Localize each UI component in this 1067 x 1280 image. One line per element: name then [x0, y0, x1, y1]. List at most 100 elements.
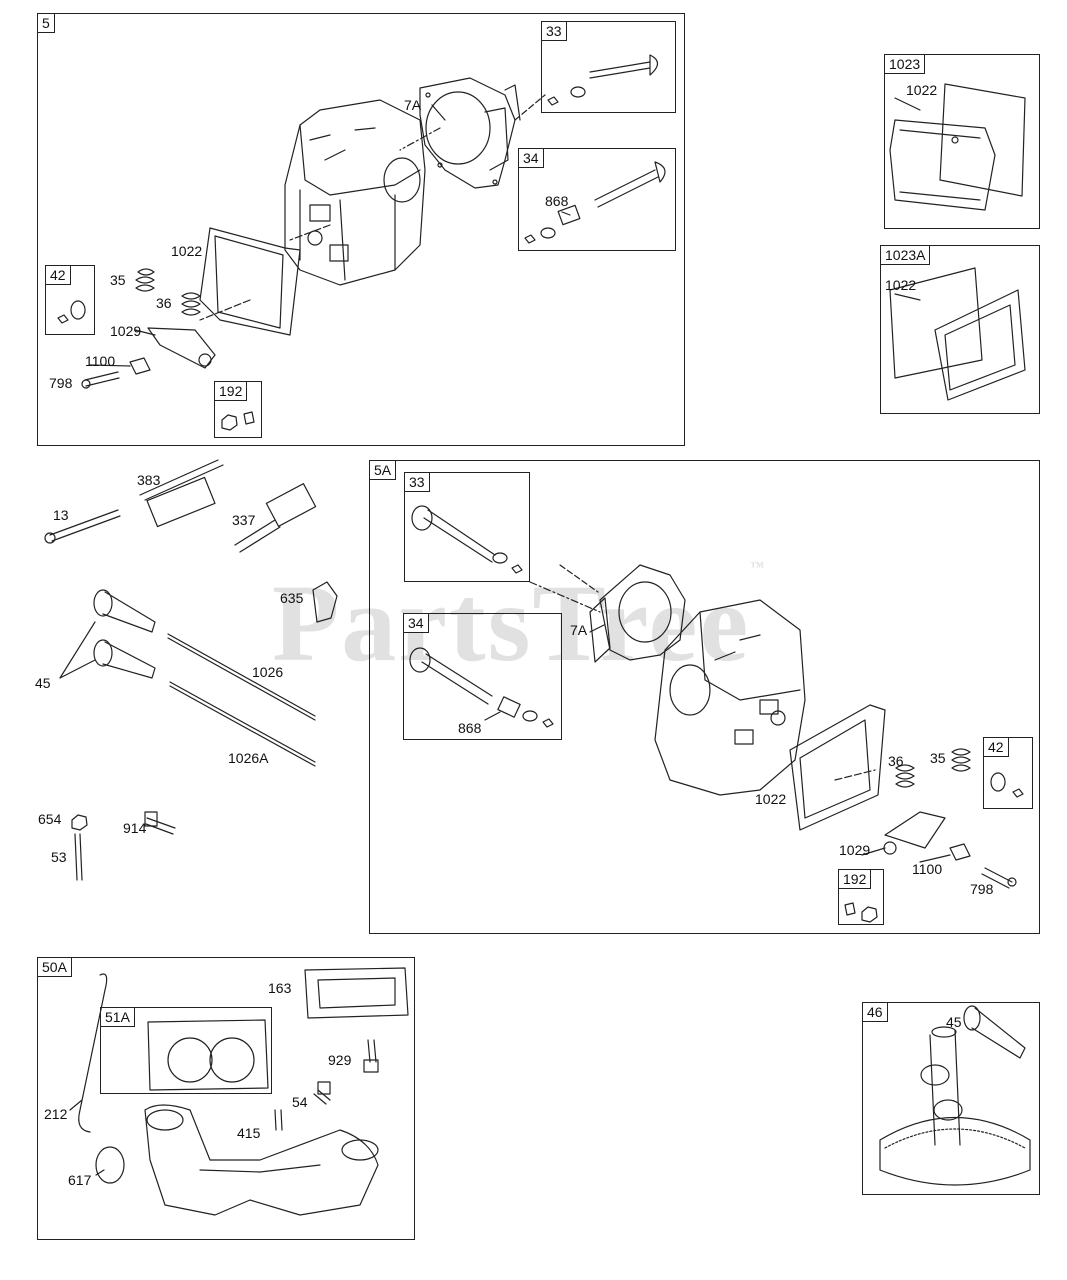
group-1023: 1023 [884, 54, 1040, 229]
group-tag: 192 [838, 869, 872, 889]
gasket-51A [147, 1019, 269, 1091]
label-45: 45 [946, 1014, 962, 1030]
spring-35-bottom [951, 748, 971, 772]
exhaust-manifold [144, 1104, 379, 1216]
group-50A: 50A [37, 957, 415, 1240]
label-54: 54 [292, 1094, 308, 1110]
group-5A: 5A [369, 460, 1040, 934]
label-929: 929 [328, 1052, 352, 1068]
gasket-163 [304, 967, 409, 1019]
label-7a: 7A [570, 622, 588, 638]
group-tag: 51A [100, 1007, 135, 1027]
fitting-635 [312, 581, 338, 623]
label-1022: 1022 [755, 791, 787, 807]
bolt-798-bottom [981, 867, 1017, 889]
group-34-bottom: 34 [403, 613, 562, 740]
group-192-top: 192 [214, 381, 262, 438]
cover-gasket-bottom [789, 704, 886, 831]
guide-plate-top [129, 357, 151, 375]
cylinder-head-bottom [654, 599, 806, 796]
label-798: 798 [970, 881, 994, 897]
label-1029: 1029 [110, 323, 142, 339]
group-tag: 50A [37, 957, 72, 977]
label-415: 415 [237, 1125, 261, 1141]
group-tag: 34 [403, 613, 429, 633]
label-212: 212 [44, 1106, 68, 1122]
group-5: 5 [37, 13, 685, 446]
group-1023A: 1023A [880, 245, 1040, 414]
valve-33-top [547, 54, 659, 106]
bolt-13 [44, 509, 121, 544]
valve-cover-1023A [889, 267, 1026, 401]
breather-tube-212 [78, 973, 108, 1133]
spring-35-top [135, 268, 155, 292]
group-46: 46 [862, 1002, 1040, 1195]
spring-36-bottom [895, 764, 915, 788]
label-36: 36 [156, 295, 172, 311]
label-337: 337 [232, 512, 256, 528]
label-13: 13 [53, 507, 69, 523]
label-1100: 1100 [85, 353, 116, 369]
cover-gasket-top [199, 227, 301, 336]
label-1029: 1029 [839, 842, 871, 858]
label-45: 45 [35, 675, 51, 691]
label-7a: 7A [404, 97, 422, 113]
label-35: 35 [930, 750, 946, 766]
group-42-bottom: 42 [983, 737, 1033, 809]
label-1022: 1022 [885, 277, 917, 293]
bolt-798-top [84, 371, 120, 387]
rocker-arm-top [147, 327, 216, 369]
label-868: 868 [545, 193, 569, 209]
label-654: 654 [38, 811, 62, 827]
group-42-top: 42 [45, 265, 95, 335]
ring-617 [95, 1146, 125, 1184]
tappet-45 [59, 589, 156, 679]
group-tag: 33 [541, 21, 567, 41]
label-383: 383 [137, 472, 161, 488]
group-tag: 1023A [880, 245, 931, 265]
group-tag: 34 [518, 148, 544, 168]
label-868: 868 [458, 720, 482, 736]
head-gasket-top [419, 77, 516, 189]
group-tag: 5 [37, 13, 55, 33]
label-1022: 1022 [906, 82, 938, 98]
label-798: 798 [49, 375, 73, 391]
group-tag: 5A [369, 460, 397, 480]
breather-383 [139, 459, 224, 528]
valve-34-top [524, 161, 666, 244]
group-tag: 46 [862, 1002, 888, 1022]
group-tag: 192 [214, 381, 248, 401]
group-34-top: 34 [518, 148, 676, 251]
group-tag: 1023 [884, 54, 926, 74]
group-33-bottom: 33 [404, 472, 530, 582]
cylinder-head-top [284, 99, 426, 286]
label-635: 635 [280, 590, 304, 606]
bolt-54 [313, 1081, 331, 1105]
group-192-bottom: 192 [838, 869, 884, 925]
bolt-914 [144, 811, 176, 835]
valve-33-bottom [411, 505, 523, 574]
push-rod-1026 [167, 633, 316, 721]
spring-36-top [181, 292, 201, 316]
label-35: 35 [110, 272, 126, 288]
group-51A: 51A [100, 1007, 272, 1094]
label-1026: 1026 [252, 664, 284, 680]
label-617: 617 [68, 1172, 92, 1188]
stud-415 [274, 1109, 283, 1131]
label-1100: 1100 [912, 861, 943, 877]
valve-cover-1023 [889, 83, 1026, 211]
head-gasket-bottom [589, 564, 686, 663]
guide-plate-bottom [949, 843, 971, 861]
stud-53 [74, 833, 83, 881]
group-tag: 42 [983, 737, 1009, 757]
group-tag: 33 [404, 472, 430, 492]
push-rod-1026A [169, 681, 316, 767]
label-1026a: 1026A [228, 750, 269, 766]
group-tag: 42 [45, 265, 71, 285]
label-36: 36 [888, 753, 904, 769]
group-33-top: 33 [541, 21, 676, 113]
bolt-929 [363, 1039, 379, 1073]
label-53: 53 [51, 849, 67, 865]
nut-654 [71, 814, 88, 831]
